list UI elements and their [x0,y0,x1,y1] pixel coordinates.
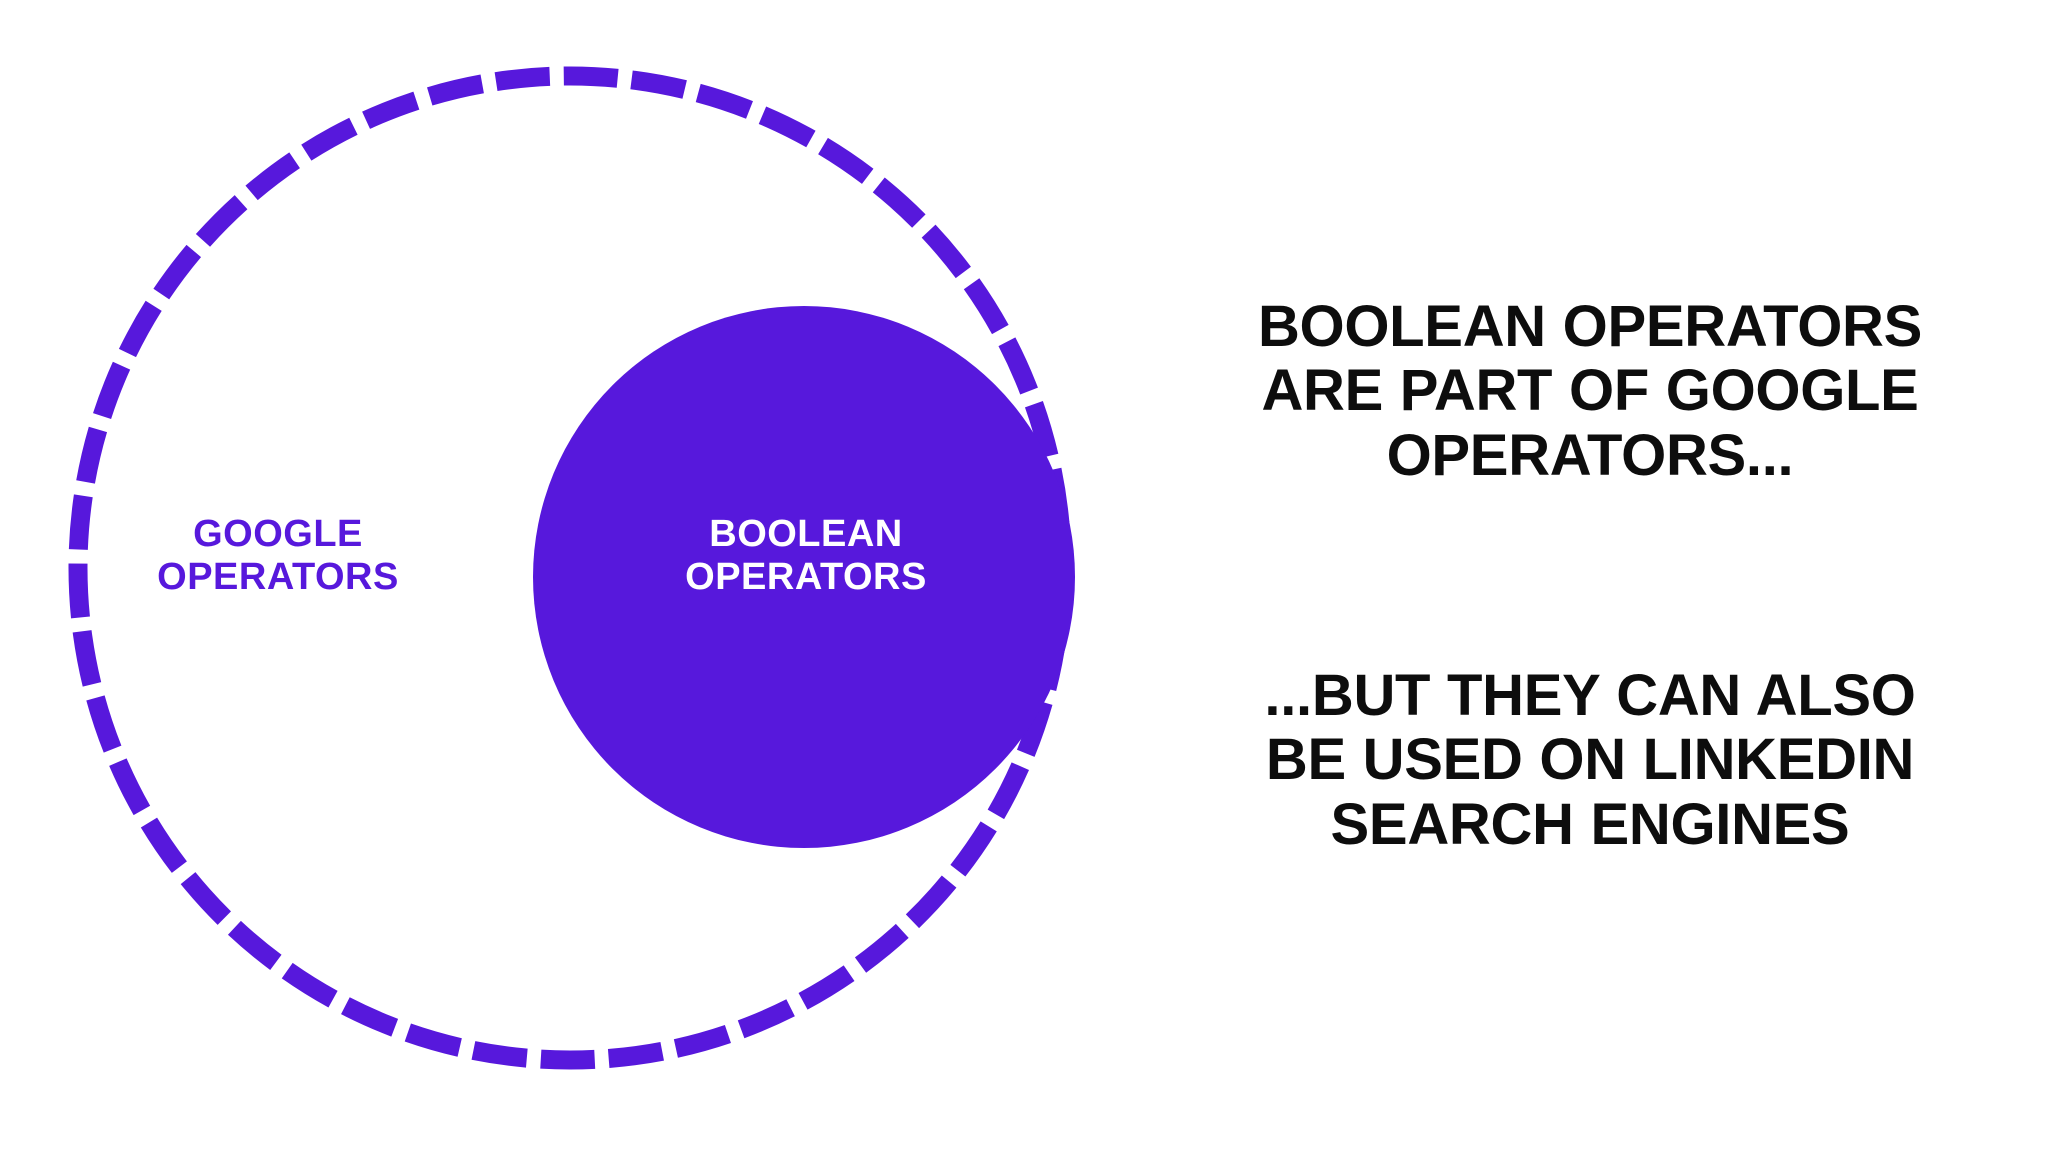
copy-paragraph-1: BOOLEAN OPERATORS ARE PART OF GOOGLE OPE… [1257,293,1923,488]
boolean-operators-circle [533,306,1075,848]
google-operators-label: GOOGLE OPERATORS [157,513,399,598]
boolean-operators-label: BOOLEAN OPERATORS [685,513,927,598]
venn-diagram-svg [68,66,1075,1070]
venn-diagram: GOOGLE OPERATORS BOOLEAN OPERATORS [68,66,1075,1070]
copy-column: BOOLEAN OPERATORS ARE PART OF GOOGLE OPE… [1240,0,1940,1152]
copy-paragraph-2: ...BUT THEY CAN ALSO BE USED ON LINKEDIN… [1264,663,1916,857]
